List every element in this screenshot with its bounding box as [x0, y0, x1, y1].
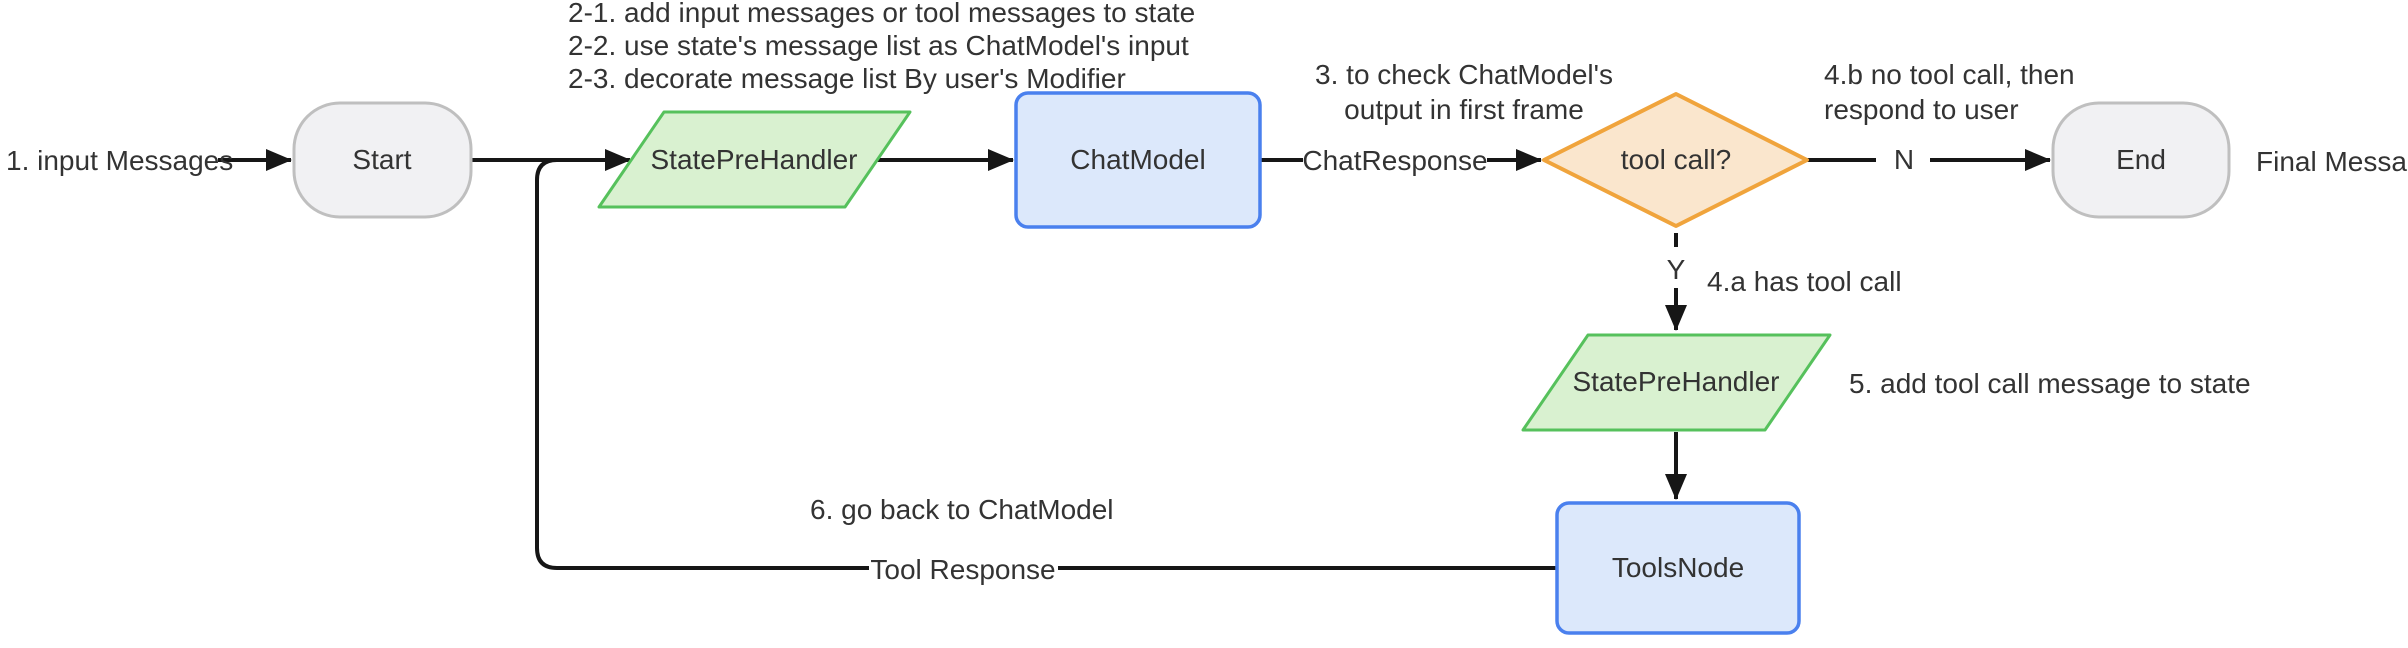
annotation-step2: 2-1. add input messages or tool messages… — [568, 0, 1196, 94]
annotation-final-message: Final Message — [2256, 146, 2408, 177]
start-node-label: Start — [352, 144, 412, 175]
edge-toolsnode-feedback-left — [535, 158, 869, 570]
annotation-step1: 1. input Messages — [6, 145, 234, 176]
chatmodel-node-label: ChatModel — [1070, 144, 1206, 175]
start-node-shape — [292, 101, 473, 219]
chatmodel-node-shape — [1014, 91, 1262, 229]
edge-label-n: N — [1893, 144, 1915, 175]
end-node-label: End — [2116, 144, 2166, 175]
annotation-step5: 5. add tool call message to state — [1849, 368, 2251, 399]
statepre2-node-label: StatePreHandler — [1572, 366, 1780, 397]
toolcall-decision-shape — [1542, 92, 1809, 228]
annotation-step4b: 4.b no tool call, then respond to user — [1824, 59, 2075, 125]
statepre1-node-label: StatePreHandler — [650, 144, 858, 175]
toolcall-decision-label: tool call? — [1620, 144, 1732, 175]
end-node-shape — [2051, 101, 2231, 219]
statepre1-node-shape — [597, 110, 912, 209]
edge-label-chatresponse: ChatResponse — [1302, 145, 1488, 176]
annotation-step6: 6. go back to ChatModel — [810, 494, 1114, 525]
statepre2-node-shape — [1521, 333, 1832, 432]
annotation-step4a: 4.a has tool call — [1707, 266, 1902, 297]
edge-label-y: Y — [1666, 254, 1686, 285]
toolsnode-node-label: ToolsNode — [1611, 552, 1745, 583]
toolsnode-node-shape — [1555, 501, 1801, 635]
annotation-step3: 3. to check ChatModel's output in first … — [1315, 59, 1613, 125]
edge-label-tool-response: Tool Response — [870, 554, 1056, 585]
